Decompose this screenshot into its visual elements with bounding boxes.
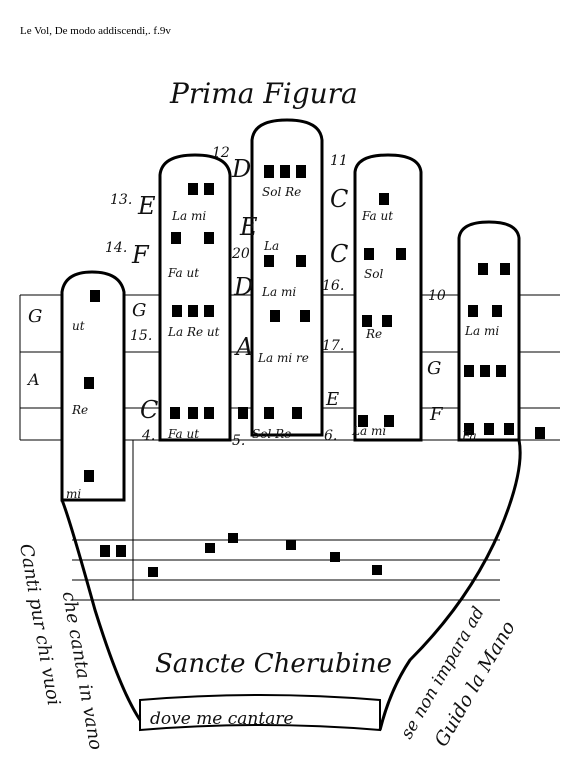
number-4: 4. [141, 428, 155, 444]
syllable-ut: ut [72, 319, 85, 333]
syllable-fa-ut-index: Fa ut [167, 266, 199, 280]
number-15: 15. [130, 328, 152, 344]
letter-f-pinky: F [429, 404, 444, 425]
scroll-text: dove me cantare [150, 709, 294, 729]
syllable-fa-ut-thumb: Fa ut [167, 427, 199, 441]
letter-e-base: E [325, 389, 339, 410]
letter-labels: D E F G G C E D A C C G F E A [26, 155, 444, 425]
syllable-la-re-ut: La Re ut [167, 325, 220, 339]
syllable-fa-ut-ring: Fa ut [361, 209, 393, 223]
manuscript-title: Prima Figura [169, 77, 358, 110]
syllable-re: Re [71, 403, 88, 417]
letter-g-thumb: G [132, 300, 146, 321]
number-5: 5. [232, 433, 245, 449]
number-11: 11 [330, 153, 348, 169]
folio-caption: Le Vol, De modo addiscendi,. f.9v [20, 25, 171, 37]
number-6: 6. [324, 428, 337, 444]
letter-e-ring: E [239, 213, 258, 241]
letter-c-ring2: C [330, 240, 348, 268]
syllable-la-mi-pinky: La mi [464, 324, 499, 338]
syllable-mi: mi [66, 487, 81, 501]
syllable-re-middle: Re [365, 327, 382, 341]
number-20: 20 [231, 246, 250, 262]
number-12: 12 [212, 145, 230, 161]
number-13: 13. [110, 192, 132, 208]
wrist-outline [60, 439, 522, 731]
letter-a-left: A [26, 370, 40, 389]
letter-a-middle: A [234, 333, 253, 361]
syllable-sol-re: Sol Re [252, 427, 291, 441]
number-16: 16. [322, 278, 344, 294]
letter-c-ring: C [330, 185, 348, 213]
letter-c-thumb: C [140, 396, 158, 424]
ring-finger-outline [353, 153, 423, 442]
letter-g-left: G [28, 306, 42, 327]
notes [84, 165, 545, 577]
letter-f-14: F [131, 241, 150, 269]
syllable-fa: Fa [461, 429, 477, 443]
scroll-banner [139, 694, 381, 732]
number-17: 17. [322, 338, 344, 354]
syllable-la-mi-middle: La mi [261, 285, 296, 299]
banner-text: Sancte Cherubine [155, 649, 392, 679]
syllable-sol-re-top: Sol Re [262, 185, 301, 199]
syllable-la-mi-ring: La mi [351, 424, 386, 438]
middle-finger-outline [250, 118, 324, 437]
little-finger-outline [457, 220, 521, 442]
hand-outline [60, 118, 522, 731]
left-text-2: che canta in vano [58, 590, 107, 752]
number-10: 10 [428, 288, 446, 304]
number-labels: 12 13. 14. 15. 16. 17. 20 4. 5. 6. 10 11 [105, 145, 446, 449]
letter-e-13: E [137, 192, 156, 220]
letter-d-top: D [231, 155, 251, 183]
index-finger-outline [158, 153, 232, 442]
syllable-la-mi-re: La mi re [257, 351, 309, 365]
number-14: 14. [105, 240, 127, 256]
syllable-sol: Sol [364, 267, 383, 281]
syllable-la-mi: La mi [171, 209, 206, 223]
letter-g-pinky: G [427, 358, 441, 379]
left-text-1: Canti pur chi vuoi [15, 542, 64, 707]
letter-d-middle: D [233, 273, 253, 301]
syllable-la: La [263, 239, 279, 253]
syllable-labels: ut Re mi La mi Fa ut La Re ut Fa ut Sol … [66, 185, 499, 501]
